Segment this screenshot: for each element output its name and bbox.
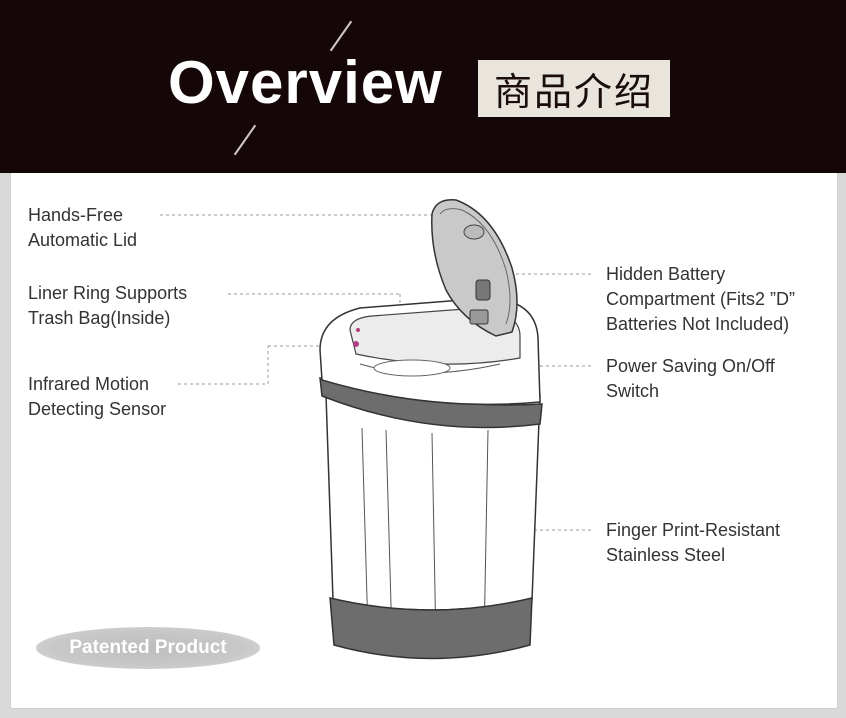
chinese-badge: 商品介绍 bbox=[478, 60, 670, 117]
patented-product-badge: Patented Product bbox=[36, 627, 260, 669]
label-hands-free: Hands-Free Automatic Lid bbox=[28, 205, 138, 250]
header-banner: Overview 商品介绍 bbox=[0, 0, 846, 173]
label-power-switch: Power Saving On/Off Switch bbox=[606, 356, 775, 401]
label-stainless-steel: Finger Print-Resistant Stainless Steel bbox=[606, 520, 781, 565]
page-title: Overview bbox=[168, 49, 443, 116]
label-battery-compartment: Hidden Battery Compartment (Fits2 ”D” Ba… bbox=[606, 264, 796, 334]
label-infrared-sensor: Infrared Motion Detecting Sensor bbox=[28, 374, 167, 419]
label-liner-ring: Liner Ring Supports Trash Bag(Inside) bbox=[28, 283, 188, 328]
